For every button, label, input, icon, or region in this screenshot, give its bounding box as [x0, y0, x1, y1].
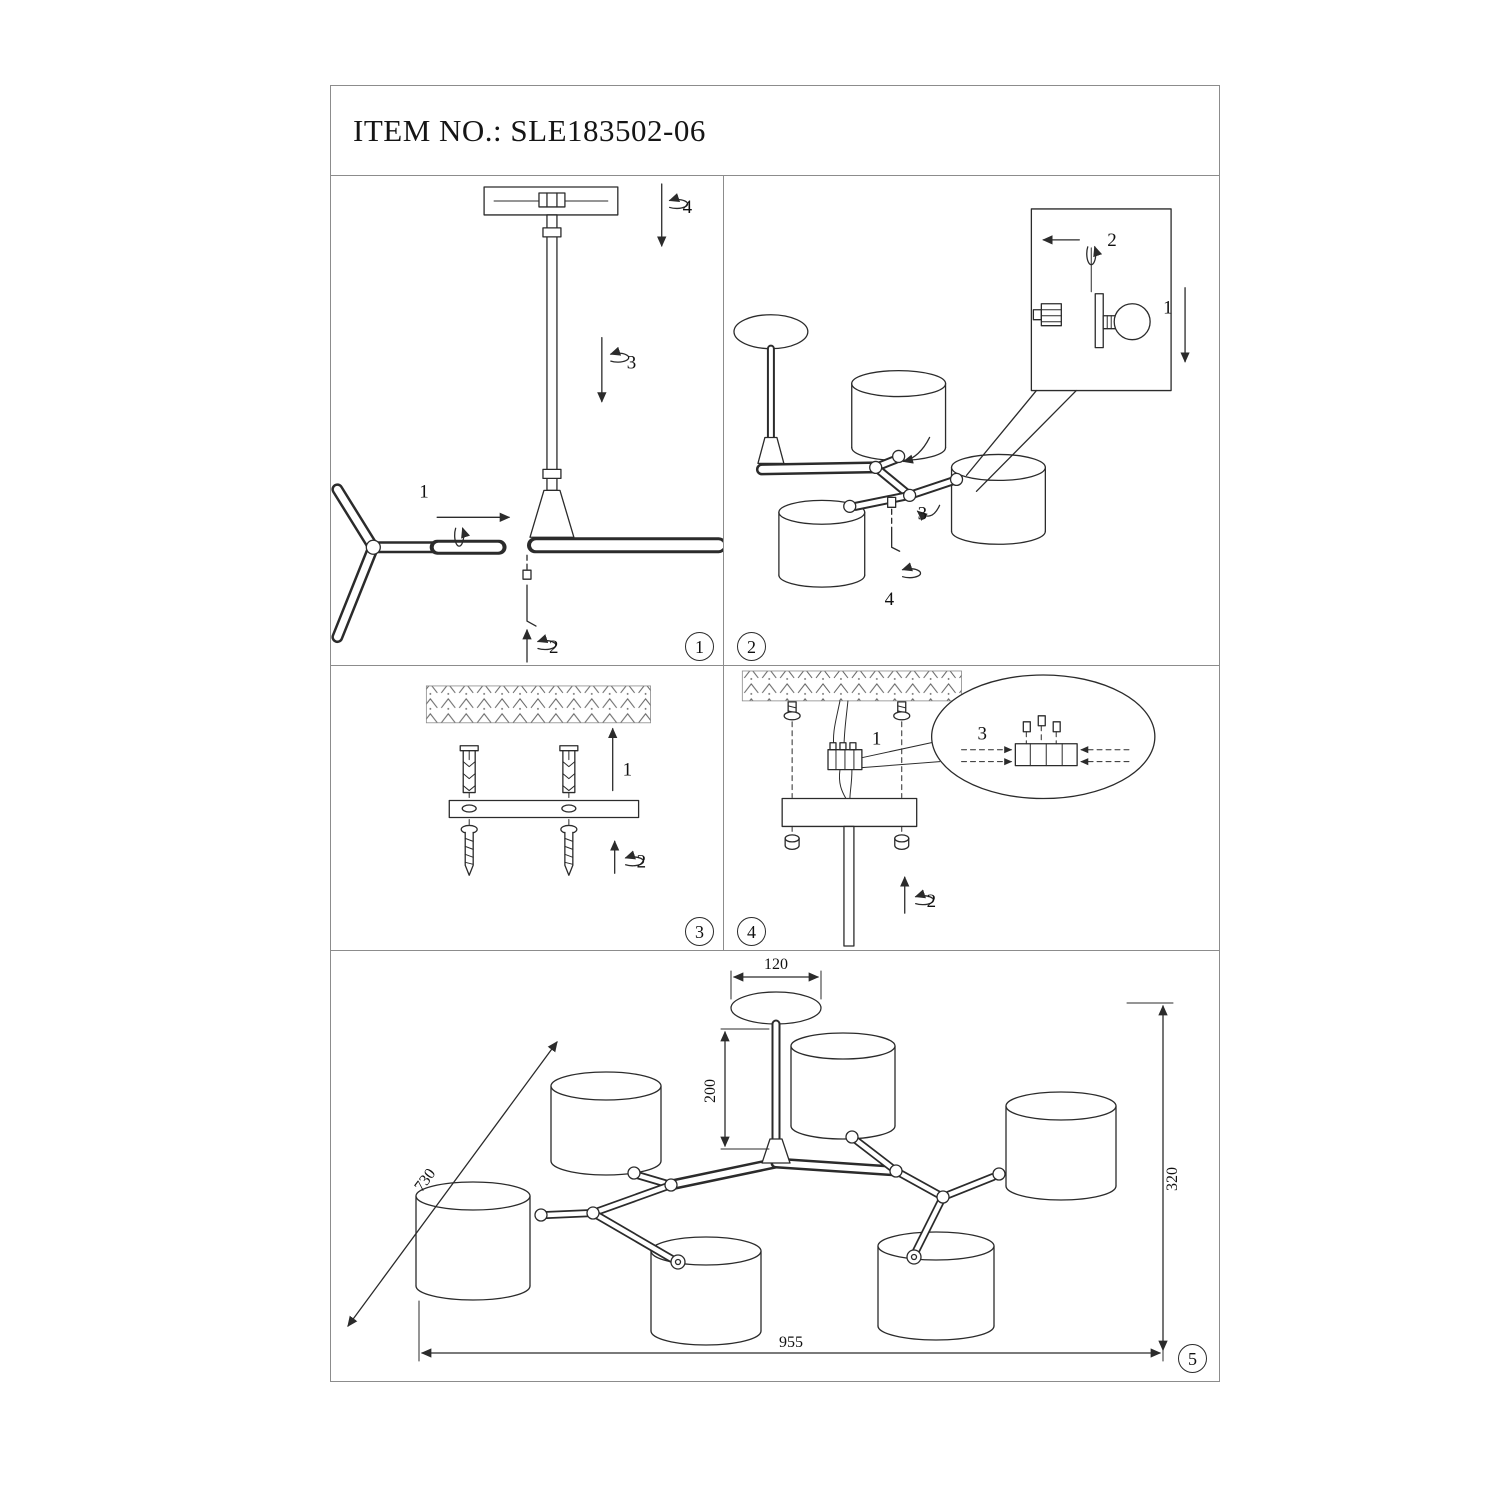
rotate-arrow-icon: 2	[900, 876, 936, 914]
screw-icon	[893, 701, 911, 799]
step-label: 2	[637, 851, 646, 872]
step-label: 2	[1107, 230, 1116, 251]
step-label: 1	[623, 760, 632, 781]
panel-number: 4	[747, 921, 756, 942]
ceiling-texture	[741, 670, 962, 702]
panel-5-dimensions: 120 200 730	[331, 951, 1219, 1381]
ceiling-texture	[425, 685, 651, 724]
rotate-arrow-icon: 4	[657, 183, 693, 248]
panel-number: 3	[695, 921, 704, 942]
screw-icon	[460, 824, 478, 876]
canopy-and-stem	[730, 991, 822, 1164]
step-label: 3	[977, 724, 986, 745]
step-label: 2	[549, 637, 558, 658]
dimension-label: 200	[702, 1079, 719, 1103]
dimension-drop: 200	[702, 1028, 770, 1150]
rotate-arrow-icon: 1	[419, 481, 511, 547]
stem-rod	[542, 214, 562, 492]
bulb-inset: 2 1	[965, 208, 1190, 493]
row-3: 120 200 730	[331, 951, 1219, 1381]
panel-number: 5	[1188, 1348, 1197, 1369]
lampshade	[550, 1071, 662, 1176]
instruction-sheet: ITEM NO.: SLE183502-06	[330, 85, 1220, 1382]
lampshade	[415, 1181, 531, 1301]
row-1: 4 3	[331, 176, 1219, 666]
panel-1-rod-assembly: 4 3	[331, 176, 723, 665]
panel-5-drawing: 120 200 730	[347, 956, 1181, 1362]
step-label: 4	[885, 589, 895, 610]
panel-4-wiring: 1	[723, 666, 1219, 950]
set-screw-icon: 3 4	[885, 496, 927, 610]
screw-icon	[560, 824, 578, 876]
canopy-plate	[781, 797, 918, 947]
dimension-diagonal: 730	[347, 1041, 558, 1327]
panel-2-drawing: 3 4	[733, 208, 1190, 610]
terminal-block: 1	[827, 700, 881, 800]
center-arm-tube	[527, 489, 723, 554]
light-bulb-icon	[1094, 293, 1151, 349]
cap-nut-icon	[784, 825, 800, 850]
step-label: 1	[419, 481, 428, 502]
row-2: 1	[331, 666, 1219, 951]
step-label: 3	[918, 503, 927, 524]
panel-number-badge: 1	[685, 632, 714, 661]
panel-3-wall-anchors: 1	[331, 666, 723, 950]
panel-number-badge: 4	[737, 917, 766, 946]
lampshade	[950, 453, 1046, 545]
screw-icon	[783, 701, 801, 799]
curved-arrow-icon	[902, 436, 931, 464]
lampshade	[790, 1032, 896, 1140]
terminal-inset: 3	[861, 674, 1156, 800]
item-number-title: ITEM NO.: SLE183502-06	[353, 112, 706, 148]
lampshade	[1005, 1091, 1117, 1201]
lampshade	[778, 499, 866, 588]
rotate-arrow-icon: 3	[597, 337, 636, 403]
dimension-width: 955	[418, 1300, 1164, 1362]
socket-icon	[1032, 303, 1062, 327]
title-row: ITEM NO.: SLE183502-06	[331, 86, 1219, 176]
panel-number-badge: 5	[1178, 1344, 1207, 1373]
panel-4-drawing: 1	[741, 670, 1156, 947]
panel-3-drawing: 1	[425, 685, 651, 876]
dimension-label: 320	[1164, 1167, 1181, 1191]
panel-number-badge: 3	[685, 917, 714, 946]
mounting-bar	[448, 799, 640, 819]
dimension-canopy-width: 120	[730, 956, 822, 1000]
branch-arms	[534, 1130, 1006, 1270]
step-label: 1	[872, 729, 881, 750]
step-label: 3	[627, 353, 636, 374]
panel-1-drawing: 4 3	[331, 183, 723, 663]
step-label: 1	[1163, 298, 1172, 319]
dimension-label: 955	[779, 1334, 803, 1351]
allen-key-icon: 2	[522, 554, 558, 663]
panel-2-shade-and-bulb: 3 4	[723, 176, 1219, 665]
step-label: 4	[683, 197, 693, 218]
y-branch-arm	[331, 483, 507, 644]
mounting-bracket	[483, 186, 619, 216]
curved-arrow-icon	[916, 504, 941, 521]
step-label: 2	[927, 891, 936, 912]
canopy-and-arms	[733, 314, 964, 513]
wall-anchor-icon	[459, 745, 479, 794]
dimension-label: 120	[764, 956, 788, 973]
cap-nut-icon	[894, 825, 910, 850]
rotate-arrow-icon: 2	[610, 840, 646, 874]
panel-number-badge: 2	[737, 632, 766, 661]
wall-anchor-icon	[559, 745, 579, 794]
panel-number: 1	[695, 636, 704, 657]
lampshade	[877, 1231, 995, 1341]
up-arrow-icon: 1	[608, 727, 632, 792]
panel-number: 2	[747, 636, 756, 657]
lampshade	[851, 369, 947, 462]
dimension-height: 320	[1126, 1002, 1181, 1352]
